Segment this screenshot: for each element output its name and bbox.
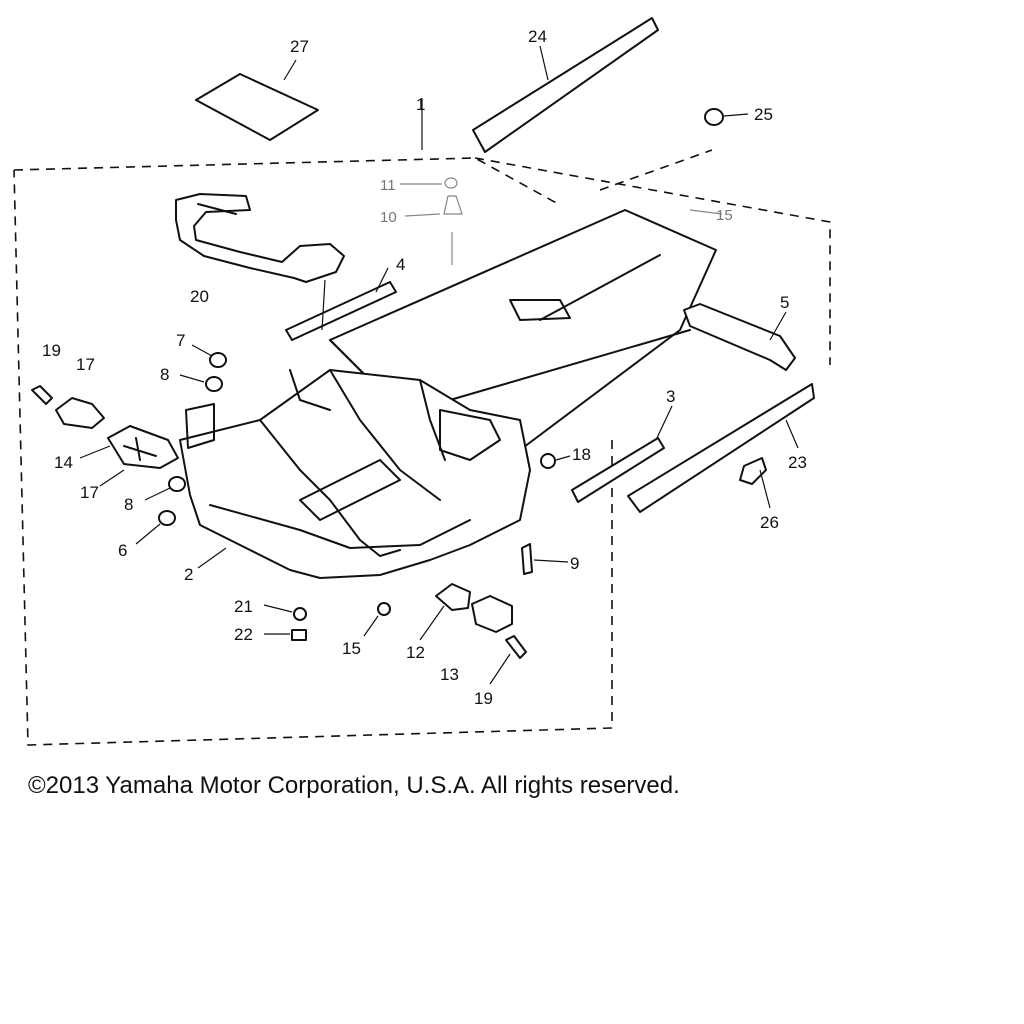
part-18-plug	[540, 453, 556, 469]
part-26-clip	[739, 457, 767, 485]
assembly-boundary	[13, 157, 831, 746]
part-14-duct	[107, 425, 179, 469]
leader-26	[759, 469, 771, 509]
callout-22: 22	[234, 625, 253, 644]
callout-15-faint: 15	[716, 207, 733, 224]
part-22-bushing	[291, 629, 307, 641]
leader-23	[785, 419, 799, 449]
leaders-14-17	[79, 445, 125, 487]
part-9-bolt	[521, 543, 533, 575]
leaders-21-22	[263, 604, 293, 635]
part-13-duct	[471, 595, 513, 633]
callout-21: 21	[234, 597, 253, 616]
leaders-7-8	[179, 344, 213, 383]
leader-15-faint	[689, 209, 723, 215]
part-20-detail	[197, 203, 237, 215]
leader-9	[533, 559, 569, 563]
callout-9: 9	[570, 554, 579, 573]
part-11-nut	[444, 177, 458, 189]
part-4-strip	[285, 281, 397, 341]
part-8-cap-lower	[168, 476, 186, 492]
callout-5: 5	[780, 293, 789, 312]
callout-1: 1	[416, 95, 425, 114]
leader-12	[419, 605, 445, 641]
part-20-handle	[175, 193, 345, 283]
callout-19-left: 19	[42, 341, 61, 360]
callout-27: 27	[290, 37, 309, 56]
leader-24	[539, 45, 549, 81]
part-10-grommet	[443, 195, 463, 215]
callout-4: 4	[396, 255, 405, 274]
leader-5	[769, 311, 787, 341]
part-3-rail	[571, 437, 665, 503]
leader-3	[655, 405, 673, 441]
callout-20: 20	[190, 287, 209, 306]
leaders-10-11	[400, 183, 453, 265]
callout-12: 12	[406, 643, 425, 662]
part-12-gasket	[435, 583, 471, 611]
leader-19	[489, 653, 511, 685]
part-27-plate	[195, 73, 319, 141]
callout-10: 10	[380, 209, 397, 226]
callout-15: 15	[342, 639, 361, 658]
part-5-bracket	[683, 303, 796, 371]
part-7-cap	[209, 352, 227, 368]
part-19-bolt-left	[31, 385, 53, 405]
part-17-gasket-upper	[55, 397, 105, 429]
leader-15	[363, 615, 379, 637]
part-25-cap	[704, 108, 724, 126]
leader-25	[723, 113, 749, 117]
callout-17-upper: 17	[76, 355, 95, 374]
callout-6: 6	[118, 541, 127, 560]
callout-2: 2	[184, 565, 193, 584]
callout-7: 7	[176, 331, 185, 350]
part-21-nut	[293, 607, 307, 621]
callout-8-upper: 8	[160, 365, 169, 384]
part-24-strip	[472, 17, 659, 153]
callout-8-lower: 8	[124, 495, 133, 514]
part-23-trim	[627, 383, 815, 513]
callout-13: 13	[440, 665, 459, 684]
callout-3: 3	[666, 387, 675, 406]
part-1-chassis	[179, 209, 717, 579]
copyright-notice: ©2013 Yamaha Motor Corporation, U.S.A. A…	[28, 772, 680, 799]
callout-18: 18	[572, 445, 591, 464]
part-6-cap	[158, 510, 176, 526]
assembly-boundary-top-right	[599, 149, 713, 191]
leaders-6-8	[135, 487, 171, 545]
callout-14: 14	[54, 453, 73, 472]
part-8-cap-upper	[205, 376, 223, 392]
part-19-bolt-bottom	[505, 635, 527, 659]
callout-17-lower: 17	[80, 483, 99, 502]
callout-11: 11	[380, 177, 396, 194]
callout-23: 23	[788, 453, 807, 472]
leader-4	[321, 267, 389, 331]
callout-25: 25	[754, 105, 773, 124]
leader-27	[283, 59, 297, 81]
callout-26: 26	[760, 513, 779, 532]
part-15-nut	[377, 602, 391, 616]
leader-2	[197, 547, 227, 569]
leader-18	[555, 455, 571, 461]
callout-19-bottom: 19	[474, 689, 493, 708]
callout-24: 24	[528, 27, 547, 46]
